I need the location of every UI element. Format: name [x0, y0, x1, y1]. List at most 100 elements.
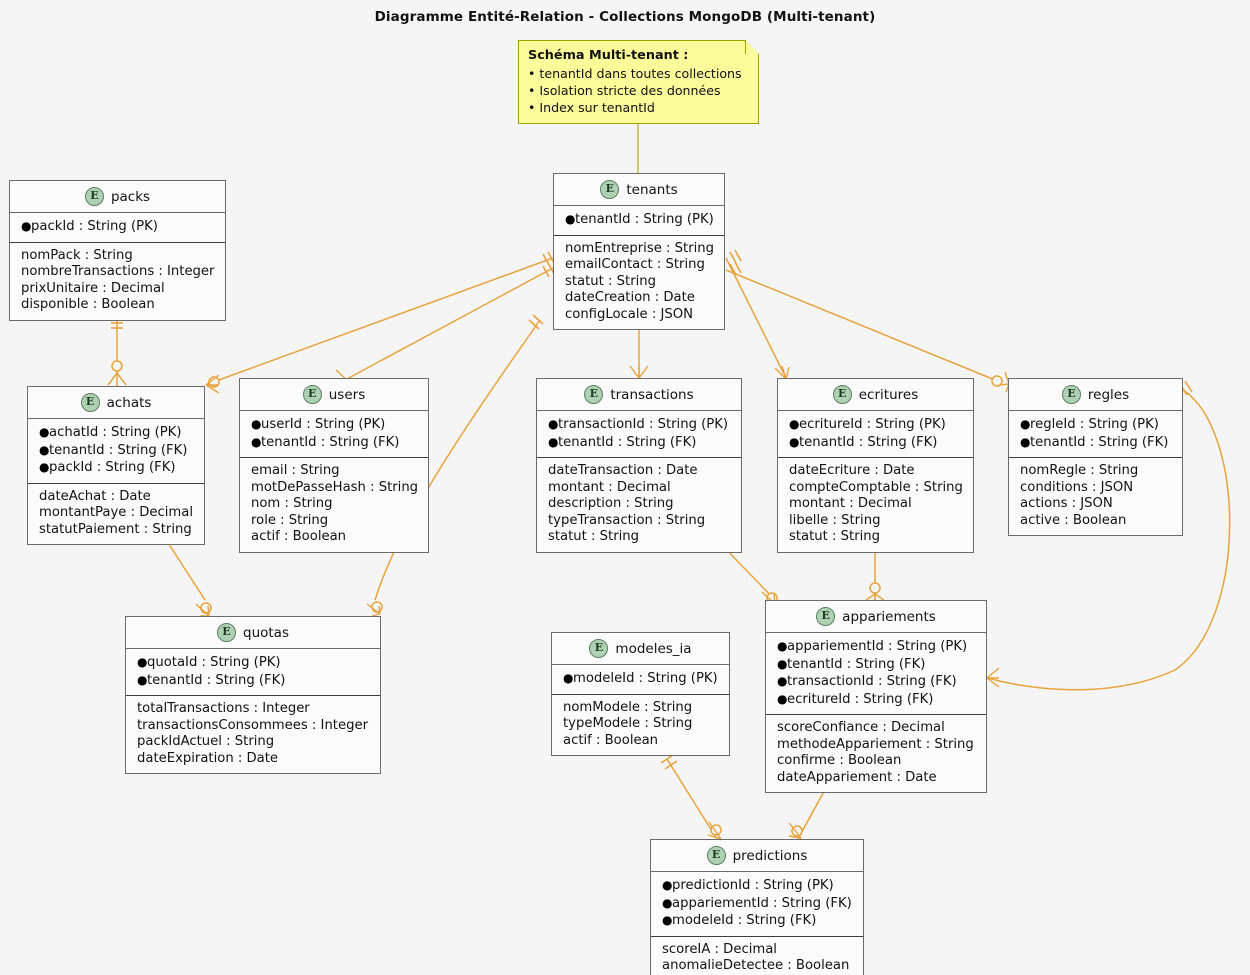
link-tenants-achats: [205, 251, 555, 394]
attribute-label: compteComptable : String: [789, 479, 963, 495]
note-line-2: • Isolation stricte des données: [528, 83, 721, 98]
key-attribute-label: transactionId : String (FK): [787, 674, 957, 689]
page-title: Diagramme Entité-Relation - Collections …: [374, 9, 876, 25]
key-attribute: ●regleId : String (PK): [1018, 416, 1173, 434]
attribute-label: emailContact : String: [565, 257, 705, 272]
attribute-label: dateEcriture : Date: [789, 463, 915, 478]
key-attribute: ●predictionId : String (PK): [660, 877, 854, 895]
key-bullet-icon: ●: [662, 913, 673, 927]
entity-badge-icon: E: [600, 180, 620, 199]
key-attribute-label: tenantId : String (FK): [147, 672, 286, 688]
entity-badge-icon: E: [1061, 385, 1081, 404]
attribute-label: typeTransaction : String: [548, 512, 706, 528]
attribute-label: dateCreation : Date: [565, 290, 695, 305]
entity-keys-users: ●userId : String (PK)●tenantId : String …: [240, 411, 428, 457]
key-bullet-icon: ●: [21, 219, 32, 233]
multi-tenant-note: Schéma Multi-tenant : • tenantId dans to…: [518, 40, 759, 124]
key-attribute: ●packId : String (FK): [37, 459, 195, 477]
attribute-label: scoreIA : Decimal: [662, 941, 777, 957]
key-bullet-icon: ●: [1020, 434, 1031, 449]
attribute-label: montantPaye : Decimal: [39, 505, 194, 520]
key-attribute: ●achatId : String (PK): [37, 424, 195, 442]
key-bullet-icon: ●: [777, 674, 788, 688]
key-bullet-icon: ●: [662, 878, 673, 892]
key-attribute: ●userId : String (PK): [249, 416, 419, 434]
attribute-label: nomEntreprise : String: [565, 240, 715, 256]
key-attribute-label: packId : String (FK): [49, 460, 176, 475]
key-attribute: ●appariementId : String (PK): [775, 638, 977, 656]
key-bullet-icon: ●: [548, 417, 559, 431]
key-bullet-icon: ●: [789, 434, 800, 449]
key-attribute-label: ecritureId : String (FK): [787, 691, 934, 707]
attribute-label: active : Boolean: [1020, 512, 1127, 528]
note-line-3: • Index sur tenantId: [528, 100, 655, 115]
entity-badge-icon: E: [84, 187, 104, 206]
note-line-1: • tenantId dans toutes collections: [528, 66, 742, 81]
attribute-label: statut : String: [548, 529, 640, 544]
key-bullet-icon: ●: [251, 434, 262, 449]
key-attribute: ●tenantId : String (FK): [37, 442, 195, 460]
entity-keys-achats: ●achatId : String (PK)●tenantId : String…: [28, 419, 204, 483]
attribute-label: anomalieDetectee : Boolean: [662, 958, 850, 973]
key-attribute-label: tenantId : String (FK): [261, 434, 400, 450]
key-attribute: ●ecritureId : String (FK): [775, 691, 977, 709]
attribute-label: montant : Decimal: [548, 479, 671, 495]
key-bullet-icon: ●: [662, 895, 673, 910]
entity-badge-icon: E: [816, 607, 836, 626]
entity-badge-icon: E: [706, 846, 726, 865]
key-bullet-icon: ●: [777, 691, 788, 706]
attribute-label: transactionsConsommees : Integer: [137, 717, 368, 733]
entity-name-predictions: predictions: [732, 847, 808, 864]
key-attribute: ●tenantId : String (FK): [1018, 434, 1173, 452]
attribute-label: actif : Boolean: [251, 529, 347, 544]
entity-name-quotas: quotas: [243, 624, 289, 641]
attribute-label: actions : JSON: [1020, 496, 1113, 511]
key-attribute-label: tenantId : String (FK): [49, 442, 188, 458]
key-attribute-label: userId : String (PK): [261, 417, 386, 432]
attribute-label: libelle : String: [789, 512, 881, 528]
key-attribute: ●tenantId : String (PK): [563, 211, 715, 229]
attribute-label: nombreTransactions : Integer: [21, 264, 215, 279]
entity-badge-icon: E: [589, 639, 609, 658]
key-attribute-label: packId : String (PK): [31, 219, 158, 234]
key-bullet-icon: ●: [565, 212, 576, 226]
link-tenants-users: [335, 262, 555, 393]
key-attribute: ●tenantId : String (FK): [775, 656, 977, 674]
attribute-label: nomModele : String: [563, 699, 693, 715]
entity-keys-packs: ●packId : String (PK): [10, 213, 225, 242]
key-attribute: ●packId : String (PK): [19, 218, 216, 236]
attribute-label: dateExpiration : Date: [137, 750, 279, 766]
key-bullet-icon: ●: [777, 639, 788, 653]
attribute-label: typeModele : String: [563, 716, 693, 731]
attribute-label: confirme : Boolean: [777, 753, 902, 768]
entity-name-appariements: appariements: [842, 608, 936, 625]
link-modelesia-predictions: [660, 754, 722, 846]
key-bullet-icon: ●: [789, 417, 800, 431]
entity-keys-appariements: ●appariementId : String (PK)●tenantId : …: [766, 633, 986, 714]
key-bullet-icon: ●: [548, 434, 559, 449]
key-attribute-label: tenantId : String (FK): [558, 434, 697, 450]
attribute-label: statut : String: [789, 529, 881, 544]
entity-name-transactions: transactions: [610, 386, 694, 403]
entity-name-modeles_ia: modeles_ia: [615, 640, 692, 657]
key-bullet-icon: ●: [137, 672, 148, 687]
attribute-label: dateTransaction : Date: [548, 463, 698, 478]
key-bullet-icon: ●: [1020, 417, 1031, 431]
